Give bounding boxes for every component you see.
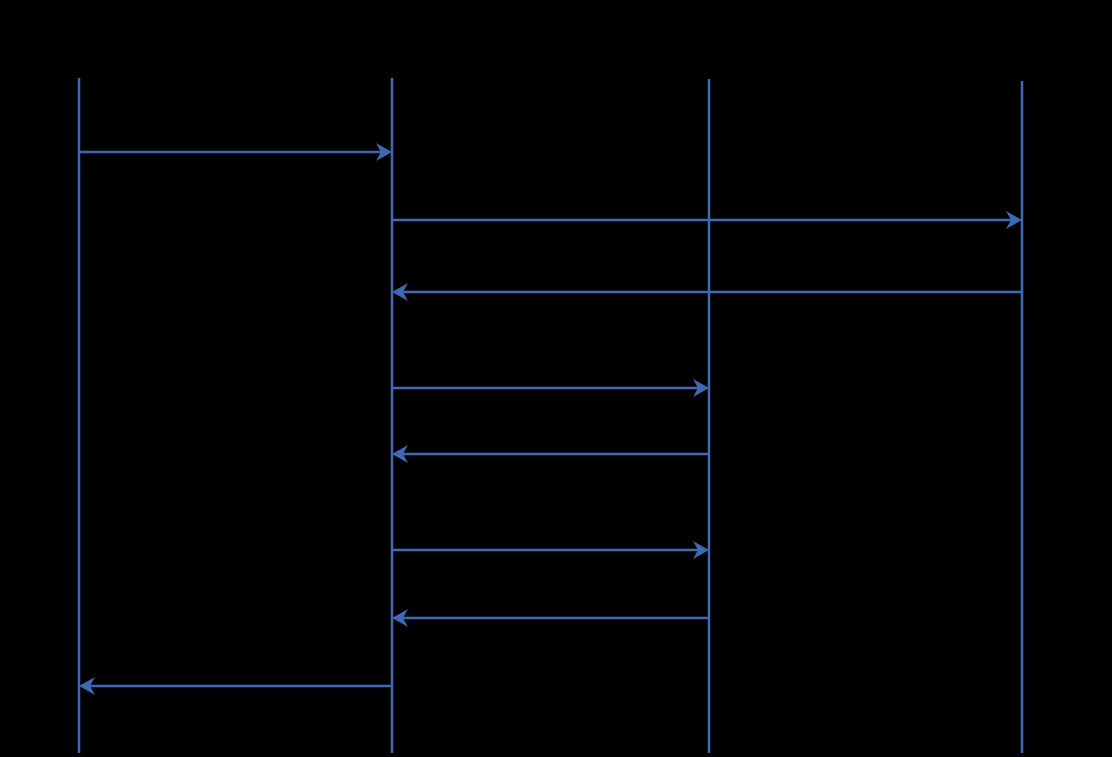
message-3-arrowhead-icon (392, 283, 408, 301)
message-8-arrowhead-icon (79, 677, 95, 695)
message-6-arrowhead-icon (693, 541, 709, 559)
message-7-arrowhead-icon (392, 609, 408, 627)
message-5-arrowhead-icon (392, 445, 408, 463)
message-1-arrowhead-icon (376, 143, 392, 161)
message-2-arrowhead-icon (1006, 211, 1022, 229)
message-4-arrowhead-icon (693, 379, 709, 397)
